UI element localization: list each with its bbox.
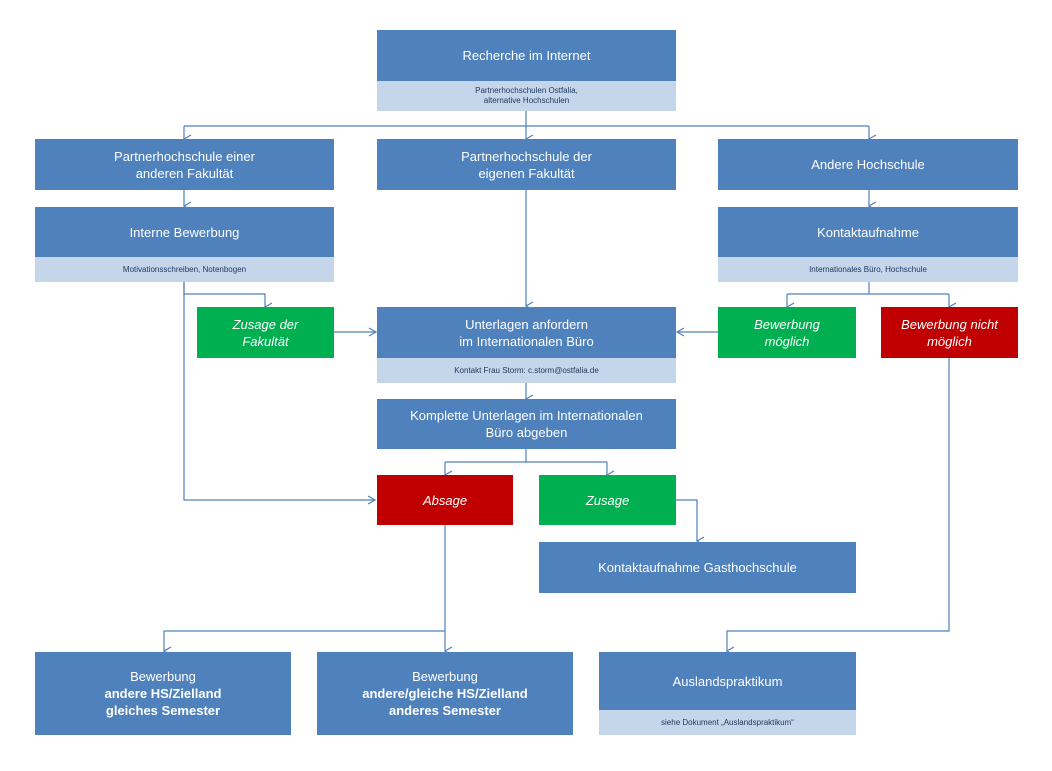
andere-hochschule-box: Andere Hochschule bbox=[718, 139, 1018, 190]
interne-bewerbung-note: Motivationsschreiben, Notenbogen bbox=[35, 257, 334, 282]
kontaktaufnahme-note: Internationales Büro, Hochschule bbox=[718, 257, 1018, 282]
partner-andere-fakultaet-box: Partnerhochschule einer anderen Fakultät bbox=[35, 139, 334, 190]
bewerbung-gleiches-detail: andere HS/Zielland gleiches Semester bbox=[104, 686, 222, 718]
recherche-note: Partnerhochschulen Ostfalia, alternative… bbox=[377, 81, 676, 111]
unterlagen-anfordern-note: Kontakt Frau Storm: c.storm@ostfalia.de bbox=[377, 358, 676, 383]
recherche-box: Recherche im Internet bbox=[377, 30, 676, 81]
bewerbung-nicht-moeglich-box: Bewerbung nicht möglich bbox=[881, 307, 1018, 358]
absage-box: Absage bbox=[377, 475, 513, 525]
partner-eigene-fakultaet-box: Partnerhochschule der eigenen Fakultät bbox=[377, 139, 676, 190]
bewerbung-moeglich-box: Bewerbung möglich bbox=[718, 307, 856, 358]
kontaktaufnahme-box: Kontaktaufnahme bbox=[718, 207, 1018, 257]
komplette-unterlagen-box: Komplette Unterlagen im Internationalen … bbox=[377, 399, 676, 449]
auslandspraktikum-box: Auslandspraktikum bbox=[599, 652, 856, 710]
interne-bewerbung-box: Interne Bewerbung bbox=[35, 207, 334, 257]
bewerbung-anderes-detail: andere/gleiche HS/Zielland anderes Semes… bbox=[362, 686, 528, 718]
kontaktaufnahme-gasthochschule-box: Kontaktaufnahme Gasthochschule bbox=[539, 542, 856, 593]
bewerbung-anderes-title: Bewerbung bbox=[412, 669, 478, 684]
bewerbung-anderes-semester-box: Bewerbung andere/gleiche HS/Zielland and… bbox=[317, 652, 573, 735]
bewerbung-gleiches-title: Bewerbung bbox=[130, 669, 196, 684]
zusage-box: Zusage bbox=[539, 475, 676, 525]
zusage-der-fakultaet-box: Zusage der Fakultät bbox=[197, 307, 334, 358]
bewerbung-gleiches-semester-box: Bewerbung andere HS/Zielland gleiches Se… bbox=[35, 652, 291, 735]
unterlagen-anfordern-box: Unterlagen anfordern im Internationalen … bbox=[377, 307, 676, 358]
auslandspraktikum-note: siehe Dokument „Auslandspraktikum“ bbox=[599, 710, 856, 735]
